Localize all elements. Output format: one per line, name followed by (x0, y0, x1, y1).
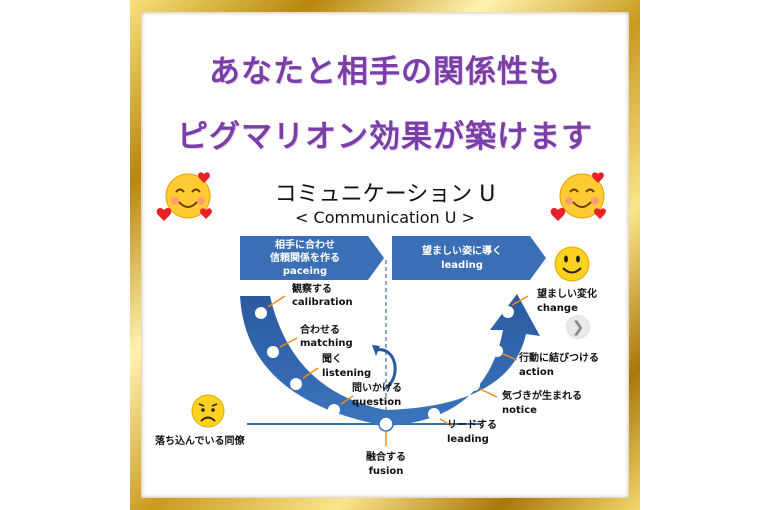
pacing-box-line-1: 相手に合わせ (275, 238, 335, 251)
step-label-jp-notice: 気づきが生まれる (501, 389, 582, 402)
step-circle-notice (468, 379, 480, 391)
pacing-box-line-2: 信頼関係を作る (270, 251, 340, 264)
step-label-en-calibration: calibration (292, 297, 353, 308)
smiley-face-icon (554, 246, 590, 282)
headline-line-2: ピグマリオン効果が築けます (177, 119, 593, 155)
step-label-jp-calibration: 観察する (292, 282, 332, 295)
sad-face-icon (191, 394, 225, 428)
step-label-en-matching: matching (300, 338, 353, 349)
step-circle-matching (267, 346, 279, 358)
step-circle-fusion (378, 416, 394, 432)
step-label-jp-change: 望ましい変化 (537, 287, 597, 300)
u-curve-left (240, 296, 386, 426)
next-arrow-icon[interactable]: ❯ (567, 316, 589, 338)
step-markers (255, 306, 514, 420)
diagram-subtitle: < Communication U > (295, 208, 475, 227)
step-label-en-listening: listening (322, 368, 371, 379)
step-label-jp-question: 問いかける (352, 382, 402, 394)
step-circle-action (491, 345, 503, 357)
step-label-jp-listening: 聞く (322, 353, 342, 365)
step-circle-listening (290, 378, 302, 390)
step-label-en-leading: leading (447, 434, 489, 445)
leading-arrow-box (392, 236, 546, 280)
pacing-arrow-box (240, 236, 384, 280)
step-label-en-notice: notice (502, 405, 537, 416)
loop-arrow (375, 348, 397, 390)
step-circle-calibration (255, 307, 267, 319)
step-circle-question (328, 404, 340, 416)
loop-arrow-head (372, 345, 380, 356)
headline-line-1: あなたと相手の関係性も (209, 54, 561, 90)
step-circle-leading (428, 408, 440, 420)
step-label-en-question: question (352, 397, 401, 408)
step-label-jp-action: 行動に結びつける (518, 351, 599, 364)
leading-box-line-2: leading (441, 260, 483, 271)
step-label-en-change: change (537, 303, 578, 314)
u-curve-right (386, 294, 540, 426)
step-label-jp-fusion: 融合する (366, 450, 406, 463)
pacing-box-line-3: paceing (283, 266, 327, 277)
smiling-face-with-hearts-icon (550, 172, 606, 221)
smiling-face-with-hearts-icon (156, 172, 212, 221)
diagram-title: コミュニケーション U (274, 182, 496, 207)
step-label-jp-leading: リードする (447, 419, 497, 431)
step-label-jp-matching: 合わせる (299, 323, 340, 336)
step-circle-change (502, 306, 514, 318)
sad-colleague-label: 落ち込んでいる同僚 (155, 434, 245, 447)
leading-box-line-1: 望ましい姿に導く (422, 244, 502, 257)
pointer-lines (267, 295, 529, 446)
step-label-en-fusion: fusion (369, 466, 404, 477)
step-label-en-action: action (519, 367, 554, 378)
